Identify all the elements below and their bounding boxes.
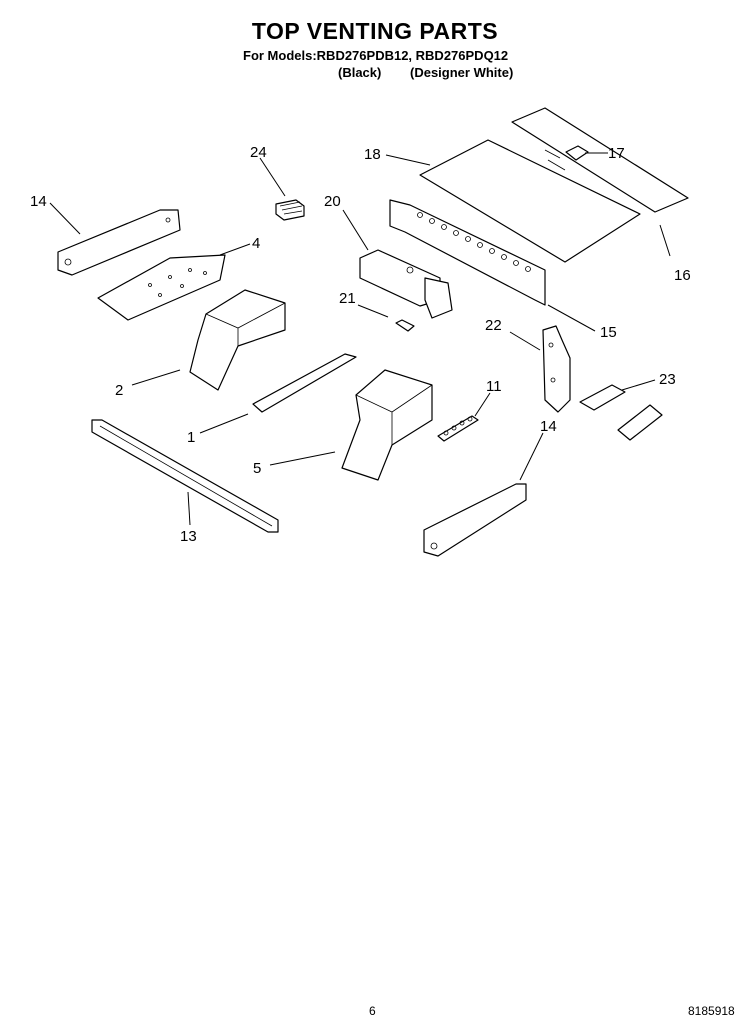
callout-24: 24 (250, 144, 267, 161)
callout-17: 17 (608, 145, 625, 162)
leader-lines (49, 152, 671, 526)
part-2-duct (189, 289, 286, 391)
callout-18: 18 (364, 146, 381, 163)
part-16-vent-panel (511, 107, 689, 213)
callout-4: 4 (252, 235, 260, 252)
part-21-block (395, 319, 415, 332)
part-22-bracket (542, 325, 571, 413)
part-11-terminal-block (437, 415, 479, 442)
callout-16: 16 (674, 267, 691, 284)
callout-22: 22 (485, 317, 502, 334)
page-number: 6 (369, 1004, 376, 1018)
callout-1: 1 (187, 429, 195, 446)
callout-2: 2 (115, 382, 123, 399)
part-14-bracket-right (423, 483, 527, 557)
models-line: For Models:RBD276PDB12, RBD276PDQ12 (243, 48, 509, 63)
part-4-plate (97, 254, 226, 321)
part-24-connector (275, 199, 305, 221)
part-17-clip (565, 145, 589, 161)
part-13-rail (91, 419, 279, 533)
callout-14-lower: 14 (540, 418, 557, 435)
callout-15: 15 (600, 324, 617, 341)
part-15-channel (389, 199, 546, 306)
part-14-bracket-left (57, 209, 181, 276)
callout-11: 11 (486, 378, 502, 395)
page-title: TOP VENTING PARTS (251, 18, 499, 44)
callout-21: 21 (339, 290, 356, 307)
callout-20: 20 (324, 193, 341, 210)
callout-23: 23 (659, 371, 676, 388)
part-23-brackets (579, 384, 663, 441)
variant-designer-white: (Designer White) (410, 65, 514, 80)
part-1-strip (252, 353, 357, 413)
callout-14-upper: 14 (30, 193, 47, 210)
callout-13: 13 (180, 528, 197, 545)
part-18-top-panel (419, 139, 641, 263)
document-number: 8185918 (688, 1004, 735, 1018)
callout-labels: 24 18 17 14 20 4 16 21 15 22 2 11 23 1 1… (30, 144, 691, 545)
part-20-fan-assembly (359, 249, 453, 319)
variant-black: (Black) (338, 65, 382, 80)
callout-5: 5 (253, 460, 261, 477)
part-5-duct (341, 369, 433, 481)
